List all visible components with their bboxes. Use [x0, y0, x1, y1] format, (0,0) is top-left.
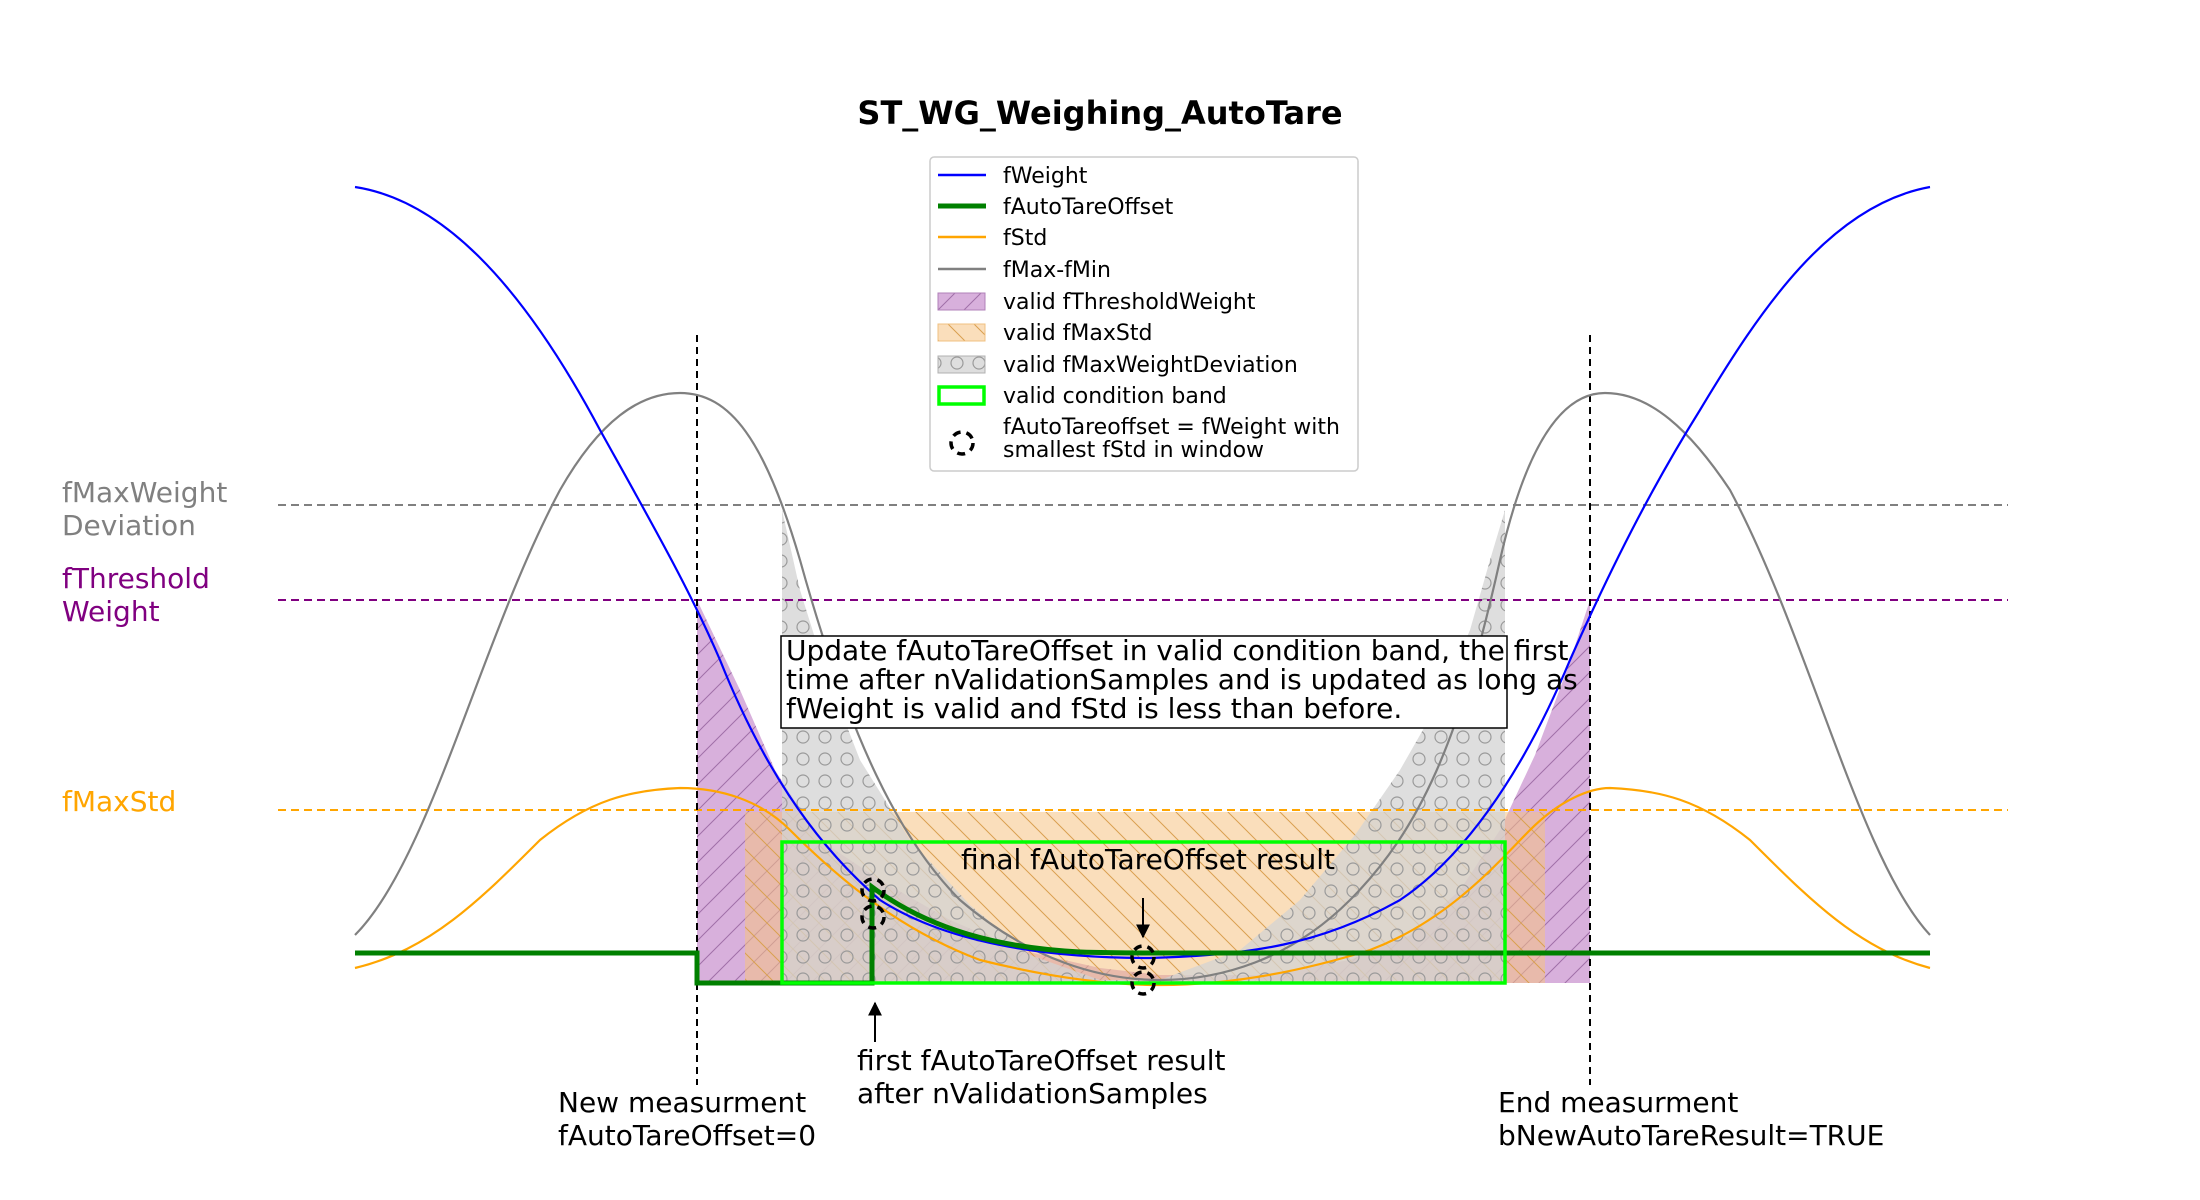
legend-label-dashed-circle: fAutoTareoffset = fWeight with smallest … — [1003, 415, 1347, 463]
first-result-marker-upper — [860, 877, 886, 903]
legend-swatch-band — [937, 385, 986, 406]
legend-frame — [929, 156, 1359, 472]
legend-swatch-threshold — [937, 292, 986, 311]
curve-fmax-fmin — [354, 391, 1931, 982]
update-annotation: Update fAutoTareOffset in valid conditio… — [780, 634, 1587, 729]
legend-label-maxweightdeviation: valid fMaxWeightDeviation — [1003, 353, 1298, 378]
legend-swatch-dashed-circle — [949, 430, 975, 456]
legend-label-fmax-fmin: fMax-fMin — [1003, 258, 1111, 283]
legend-label-threshold: valid fThresholdWeight — [1003, 290, 1256, 315]
curve-fweight — [354, 185, 1931, 960]
legend-label-fautotareoffset: fAutoTareOffset — [1003, 195, 1174, 220]
regions — [697, 510, 1590, 983]
label-max-weight-deviation: fMaxWeight Deviation — [62, 476, 236, 542]
end-measurement-label: End measurment bNewAutoTareResult=TRUE — [1498, 1086, 1884, 1152]
region-valid-max-weight-deviation — [782, 510, 1505, 983]
legend-swatch-maxstd — [937, 323, 986, 342]
legend-label-fweight: fWeight — [1003, 164, 1088, 189]
legend-swatch-maxweightdeviation — [937, 355, 986, 374]
legend-label-band: valid condition band — [1003, 384, 1227, 409]
curve-fautotareoffset — [355, 882, 1930, 986]
chart-title: ST_WG_Weighing_AutoTare — [857, 94, 1342, 132]
update-annotation-box — [780, 635, 1508, 729]
reference-lines — [278, 504, 2008, 811]
label-threshold-weight: fThreshold Weight — [62, 562, 219, 628]
curve-fstd — [354, 786, 1931, 987]
curves — [354, 185, 1931, 987]
first-result-marker-lower — [860, 904, 886, 930]
first-result-label: first fAutoTareOffset result after nVali… — [857, 1044, 1234, 1110]
final-result-marker-lower — [1130, 970, 1156, 996]
legend-label-maxstd: valid fMaxStd — [1003, 321, 1152, 346]
final-result-label: final fAutoTareOffset result — [961, 843, 1335, 876]
label-max-std: fMaxStd — [62, 785, 176, 818]
new-measurement-label: New measurment fAutoTareOffset=0 — [558, 1086, 816, 1152]
legend: fWeight fAutoTareOffset fStd fMax-fMin v… — [929, 156, 1359, 472]
legend-label-fstd: fStd — [1003, 226, 1047, 251]
tare-markers — [860, 877, 1156, 996]
final-result-marker-upper — [1130, 944, 1156, 970]
update-annotation-text: Update fAutoTareOffset in valid conditio… — [786, 634, 1587, 725]
valid-condition-band — [780, 840, 1507, 985]
